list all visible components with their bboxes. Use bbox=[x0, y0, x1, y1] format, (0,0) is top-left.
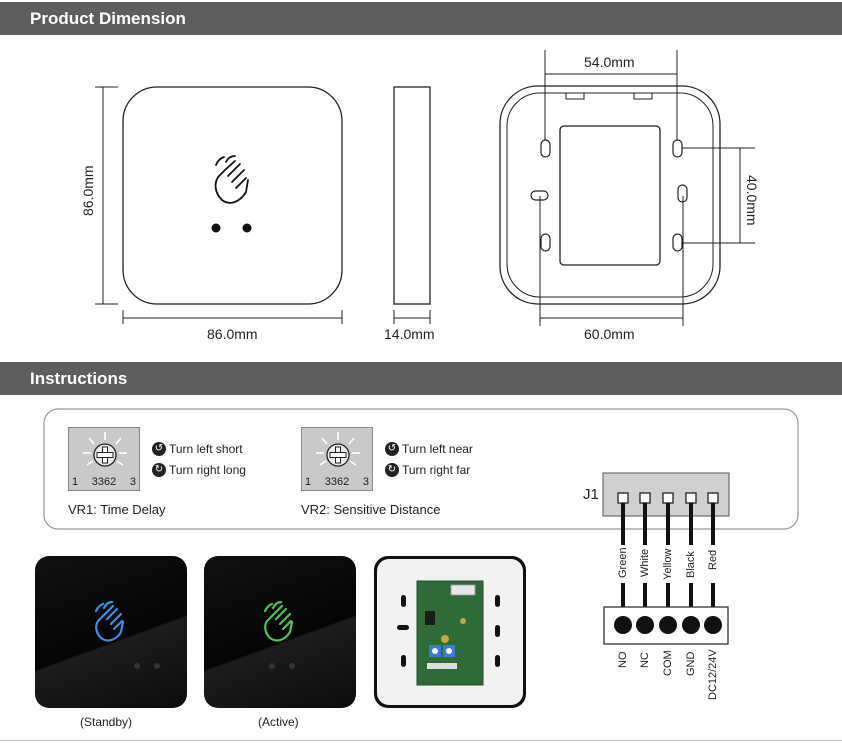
terminal-label-dc: DC12/24V bbox=[707, 649, 719, 700]
back-view-window bbox=[559, 125, 661, 266]
pot-pin: 3 bbox=[129, 476, 136, 488]
hand-wave-icon bbox=[214, 155, 249, 204]
back-view-outer bbox=[499, 85, 721, 305]
photo-back-pcb bbox=[374, 556, 526, 708]
vr2-caption: VR2: Sensitive Distance bbox=[301, 502, 441, 517]
terminal-label-nc: NC bbox=[639, 652, 651, 668]
back-bottom-label: 60.0mm bbox=[584, 326, 635, 342]
caption-active: (Active) bbox=[258, 715, 299, 729]
connector-name: J1 bbox=[583, 486, 599, 503]
adjust-screw-icon bbox=[83, 432, 127, 467]
turn-left-label: Turn left short bbox=[169, 442, 243, 456]
section-bar-product-dimension: Product Dimension bbox=[0, 2, 842, 35]
terminal-label-com: COM bbox=[662, 650, 674, 676]
section-bar-instructions: Instructions bbox=[0, 362, 842, 395]
back-view-inner bbox=[506, 92, 714, 298]
instructions-panel bbox=[43, 408, 799, 530]
terminal-label-no: NO bbox=[617, 651, 629, 669]
turn-right-label: Turn right long bbox=[169, 463, 246, 477]
rotate-left-icon: ↺ bbox=[152, 442, 166, 456]
turn-right-label: Turn right far bbox=[402, 463, 471, 477]
hand-wave-icon bbox=[263, 600, 295, 669]
terminal-label-gnd: GND bbox=[685, 651, 697, 676]
vr1-turn-right: ↻ Turn right long bbox=[152, 463, 246, 477]
front-width-label: 86.0mm bbox=[207, 326, 258, 342]
rotate-left-icon: ↺ bbox=[385, 442, 399, 456]
rotate-right-icon: ↻ bbox=[385, 463, 399, 477]
adjust-screw-icon bbox=[316, 432, 360, 467]
pot-pin: 3 bbox=[362, 476, 369, 488]
potentiometer-vr1: 1 3362 3 bbox=[68, 427, 140, 491]
caption-standby: (Standby) bbox=[80, 715, 133, 729]
wire-label-black: Black bbox=[685, 551, 697, 578]
wire-label-green: Green bbox=[617, 547, 629, 578]
turn-left-label: Turn left near bbox=[402, 442, 473, 456]
side-depth-label: 14.0mm bbox=[384, 326, 435, 342]
wire-label-white: White bbox=[639, 548, 651, 577]
bottom-divider bbox=[0, 740, 842, 741]
wire-label-yellow: Yellow bbox=[662, 548, 674, 580]
pot-model: 3362 bbox=[91, 476, 117, 488]
side-view-outline bbox=[393, 86, 431, 305]
vr1-caption: VR1: Time Delay bbox=[68, 502, 166, 517]
vr1-turn-left: ↺ Turn left short bbox=[152, 442, 243, 456]
rotate-right-icon: ↻ bbox=[152, 463, 166, 477]
section-title: Instructions bbox=[30, 369, 128, 388]
front-view-outline bbox=[122, 86, 343, 305]
sensor-dot bbox=[211, 223, 221, 233]
pot-pin: 1 bbox=[305, 476, 312, 488]
potentiometer-vr2: 1 3362 3 bbox=[301, 427, 373, 491]
hand-wave-icon bbox=[94, 600, 160, 669]
back-top-label: 54.0mm bbox=[584, 54, 635, 70]
photo-standby bbox=[35, 556, 187, 708]
sensor-dot bbox=[242, 223, 252, 233]
wire-label-red: Red bbox=[707, 549, 719, 570]
pot-model: 3362 bbox=[324, 476, 350, 488]
pot-pin: 1 bbox=[72, 476, 79, 488]
vr2-turn-left: ↺ Turn left near bbox=[385, 442, 473, 456]
dimension-drawings bbox=[95, 50, 755, 326]
section-title: Product Dimension bbox=[30, 9, 186, 28]
back-pcb-illustration bbox=[377, 559, 523, 705]
photo-active bbox=[204, 556, 356, 708]
vr2-turn-right: ↻ Turn right far bbox=[385, 463, 470, 477]
